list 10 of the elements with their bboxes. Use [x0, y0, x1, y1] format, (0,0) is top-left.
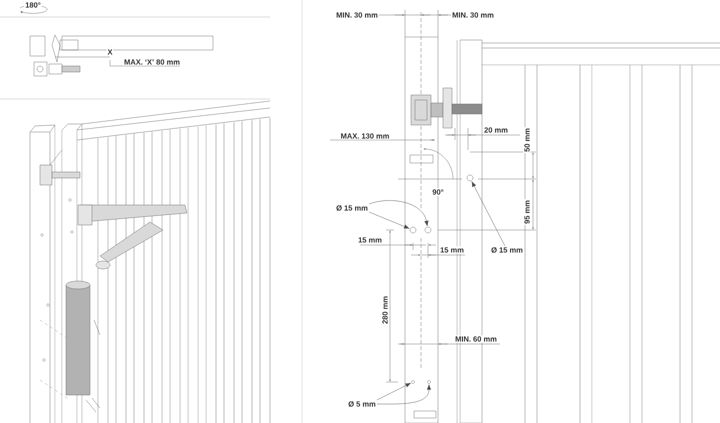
hole — [424, 226, 432, 234]
leader-line — [376, 382, 411, 400]
hole — [466, 174, 474, 182]
leader-line — [368, 200, 429, 226]
leader-line — [368, 212, 410, 229]
hole — [411, 380, 415, 384]
hole — [410, 226, 416, 234]
leader-line — [376, 384, 432, 404]
hole — [427, 380, 431, 384]
leader-line — [472, 181, 506, 246]
